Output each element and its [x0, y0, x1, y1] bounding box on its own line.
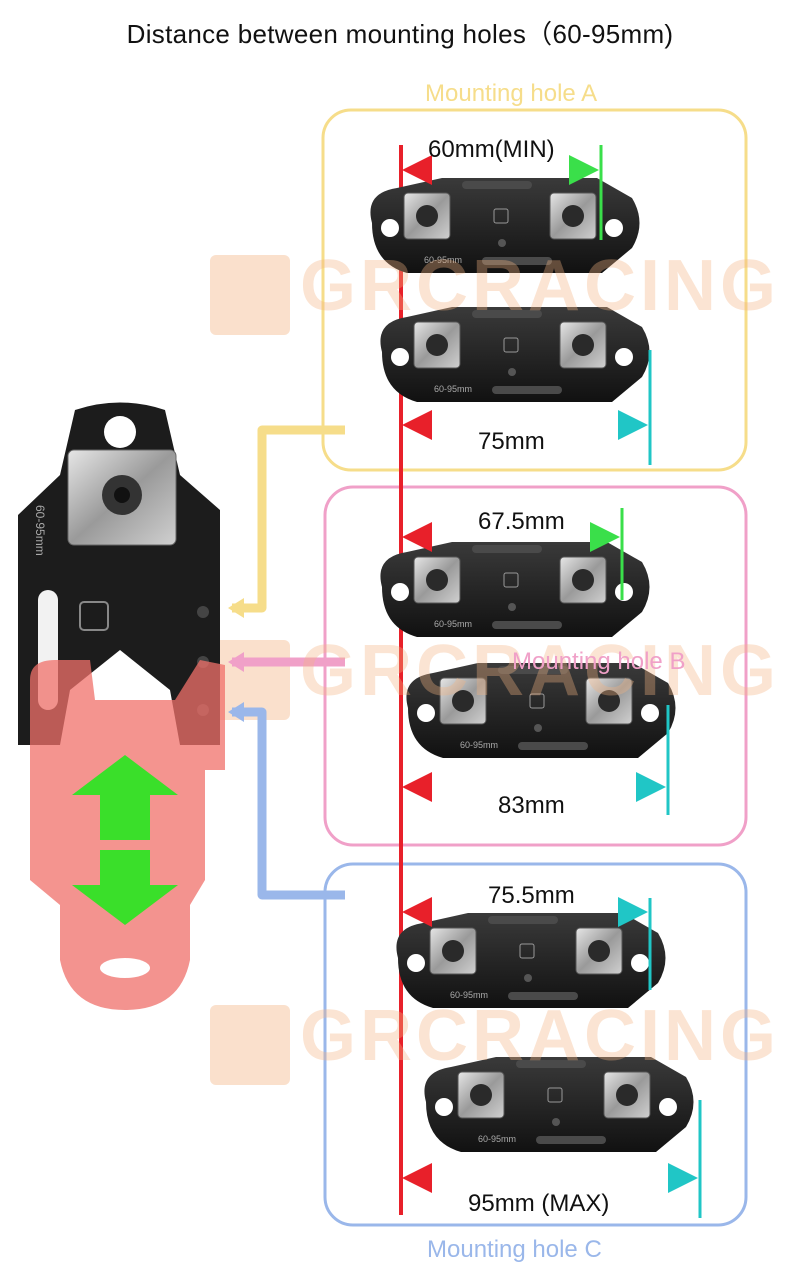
svg-text:60-95mm: 60-95mm	[33, 505, 47, 556]
watermark-text: GRCRACING	[300, 246, 780, 326]
plate-b1	[379, 541, 650, 638]
adjust-arrow-icon	[72, 755, 178, 925]
measure-c-top: 75.5mm	[488, 882, 575, 909]
mounting-hole-b-label: Mounting hole B	[512, 648, 686, 675]
watermark-text: GRCRACING	[300, 996, 780, 1076]
hole-a-frame	[321, 108, 748, 472]
mounting-hole-c-label: Mounting hole C	[427, 1236, 602, 1263]
measure-a-top: 60mm(MIN)	[428, 136, 555, 163]
measure-b-top: 67.5mm	[478, 508, 565, 535]
watermark-text: GRCRACING	[300, 631, 780, 711]
mounting-hole-a-label: Mounting hole A	[425, 80, 598, 107]
measure-c-bottom: 95mm (MAX)	[468, 1190, 610, 1217]
connector-a-line	[232, 425, 345, 613]
connector-c-line	[232, 707, 345, 900]
measure-b-bottom: 83mm	[498, 792, 565, 819]
plate-c1	[395, 912, 666, 1009]
hole-c-frame	[323, 862, 748, 1227]
measure-a-bottom: 75mm	[478, 428, 545, 455]
page-title: Distance between mounting holes（60-95mm)	[126, 19, 674, 49]
